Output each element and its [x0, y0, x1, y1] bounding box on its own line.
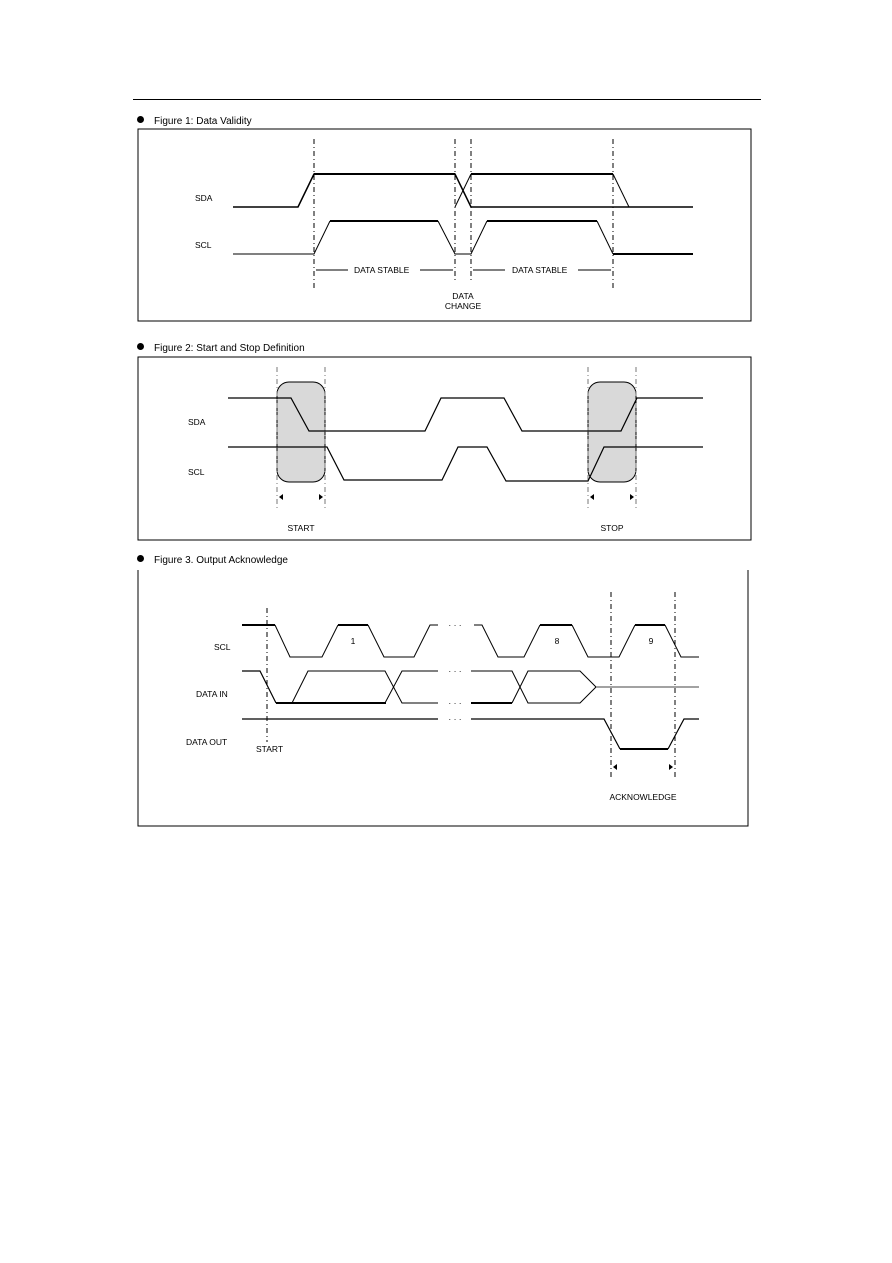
figure3-ellipsis-out: · · · [448, 714, 461, 724]
figure3-ellipsis-in-low: · · · [448, 698, 461, 708]
figure3-frame [137, 570, 749, 827]
figure2-sda-waveform [228, 397, 703, 432]
figure3-clock-1-label: 1 [351, 636, 356, 646]
figure3-ack-arrows [613, 764, 673, 770]
figure3-ellipsis-in-high: · · · [448, 666, 461, 676]
header-rule [133, 99, 761, 100]
figure3-data-in-label: DATA IN [196, 689, 228, 699]
figure3-scl-label: SCL [214, 642, 231, 652]
figure2-caption: Figure 2: Start and Stop Definition [137, 343, 305, 355]
figure1-scl-waveform [233, 220, 693, 255]
figure2-scl-waveform [228, 446, 703, 482]
bullet-icon [137, 116, 144, 123]
figure1-stable-left-label: DATA STABLE [354, 265, 410, 275]
figure3-caption-text: Figure 3. Output Acknowledge [154, 555, 288, 566]
figure2-stop-label: STOP [601, 523, 624, 533]
figure3-data-in-waveform [242, 670, 699, 704]
figure2-sda-label: SDA [188, 417, 206, 427]
figure2-caption-text: Figure 2: Start and Stop Definition [154, 343, 305, 354]
figure1-change-label-1: DATA [452, 291, 474, 301]
figure2-diagram: SDA SCL START STOP [137, 356, 752, 541]
figure3-acknowledge-label: ACKNOWLEDGE [609, 792, 676, 802]
figure2-frame [137, 356, 752, 541]
figure1-caption: Figure 1: Data Validity [137, 116, 252, 128]
figure3-scl-waveform [242, 624, 699, 658]
figure1-stable-right-label: DATA STABLE [512, 265, 568, 275]
figure1-frame [137, 128, 752, 322]
figure3-guides [266, 592, 676, 780]
figure1-change-label-2: CHANGE [445, 301, 482, 311]
figure2-start-label: START [287, 523, 314, 533]
figure1-sda-label: SDA [195, 193, 213, 203]
figure3-start-label: START [256, 744, 283, 754]
figure1-caption-text: Figure 1: Data Validity [154, 116, 252, 127]
figure3-data-out-label: DATA OUT [186, 737, 227, 747]
figure3-clock-8-label: 8 [555, 636, 560, 646]
figure2-marker-arrows [279, 494, 634, 500]
figure1-scl-label: SCL [195, 240, 212, 250]
bullet-icon [137, 555, 144, 562]
figure1-guides [313, 139, 614, 288]
figure2-scl-label: SCL [188, 467, 205, 477]
figure3-ellipsis-scl: · · · [448, 620, 461, 630]
figure3-diagram: · · · · · · · · · · · · SCL DATA IN DATA… [137, 570, 749, 827]
bullet-icon [137, 343, 144, 350]
figure3-caption: Figure 3. Output Acknowledge [137, 555, 288, 567]
figure3-data-out-waveform [242, 718, 699, 750]
figure1-diagram: SDA SCL DATA STABLE DATA STABLE DATA CHA… [137, 128, 752, 322]
figure3-clock-9-label: 9 [649, 636, 654, 646]
figure1-sda-waveform [233, 173, 693, 208]
